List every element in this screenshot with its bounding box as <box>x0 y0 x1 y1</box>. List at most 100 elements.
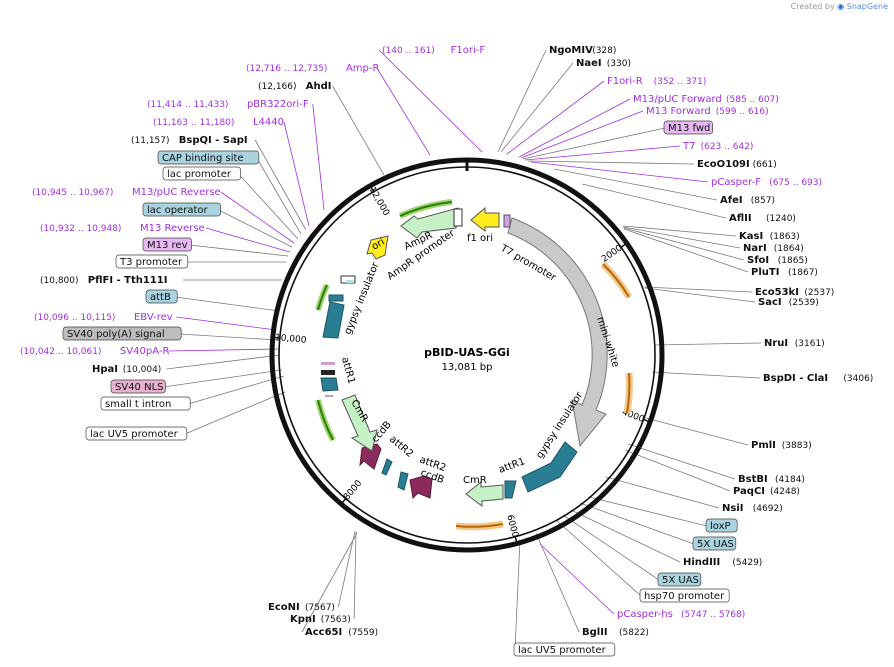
snapgene-credit: Created by ◉ SnapGene <box>791 2 888 11</box>
map-label[interactable]: NarI(1864) <box>743 243 804 254</box>
feature-label: CmR <box>463 475 487 486</box>
map-label[interactable]: HindIII(5429) <box>683 557 762 568</box>
map-label[interactable]: PluTI(1867) <box>751 267 818 278</box>
leader-line <box>218 209 293 248</box>
label-text: BglII <box>582 627 608 638</box>
label-text: EcoNI <box>268 602 300 613</box>
label-text: PflFI - Tth111I <box>88 275 168 286</box>
leader-line <box>524 145 681 161</box>
map-label[interactable]: BspDI - ClaI(3406) <box>763 373 873 384</box>
feature-gypsy-insulator-right <box>521 441 578 493</box>
label-text: Amp-R <box>346 63 380 74</box>
map-label[interactable]: small t intron <box>100 396 191 411</box>
map-label[interactable]: BglII(5822) <box>582 627 649 638</box>
map-label[interactable]: SfoI(1865) <box>747 255 808 266</box>
map-label[interactable]: HpaI(10,004) <box>92 364 161 375</box>
label-position: (7563) <box>321 615 351 625</box>
map-label[interactable]: AflII(1240) <box>729 213 796 224</box>
leader-line <box>654 342 762 346</box>
map-label[interactable]: NruI(3161) <box>764 338 825 349</box>
leader-line <box>581 183 727 219</box>
label-box <box>62 326 182 341</box>
leader-line <box>644 287 756 303</box>
map-label[interactable]: lac promoter <box>162 166 241 181</box>
map-label[interactable]: KasI(1863) <box>739 231 800 242</box>
map-label[interactable]: SV40 poly(A) signal <box>62 326 182 341</box>
map-label[interactable]: SV40 NLS <box>110 379 166 394</box>
label-position: (12,166) <box>258 82 297 92</box>
map-label[interactable]: hsp70 promoter <box>639 588 730 603</box>
map-label[interactable]: lac UV5 promoter <box>85 426 188 441</box>
map-label[interactable]: pCasper-hs(5747 .. 5768) <box>617 609 745 620</box>
map-label[interactable]: PmlI(3883) <box>751 440 812 451</box>
map-label[interactable]: M13 rev <box>142 237 192 252</box>
map-label[interactable]: attB <box>145 289 178 304</box>
label-text: NaeI <box>576 58 602 69</box>
feature-f1-ori <box>470 206 500 233</box>
map-label[interactable]: lac operator <box>142 202 221 217</box>
map-label[interactable]: loxP <box>705 518 738 533</box>
leader-line <box>188 375 285 405</box>
map-label[interactable]: (10,800)PflFI - Tth111I <box>40 275 167 286</box>
leader-line <box>622 225 737 237</box>
map-label[interactable]: (12,166)AhdI <box>258 81 332 92</box>
tick-mark <box>341 497 347 503</box>
map-label[interactable]: SacI(2539) <box>758 297 819 308</box>
map-label[interactable]: Acc65I(7559) <box>305 627 378 638</box>
credit-prefix: Created by <box>790 2 835 11</box>
map-label[interactable]: CAP binding site <box>157 150 260 165</box>
map-label[interactable]: 5X UAS <box>692 536 737 551</box>
label-position: (1865) <box>778 256 808 266</box>
map-label[interactable]: EcoO109I(661) <box>697 159 777 170</box>
map-label[interactable]: (11,163 .. 11,180)L4440 <box>153 117 284 128</box>
map-label[interactable]: KpnI(7563) <box>290 614 351 625</box>
map-label[interactable]: pCasper-F(675 .. 693) <box>711 177 822 188</box>
orf-arrows <box>455 261 633 531</box>
label-position: (330) <box>607 59 631 69</box>
map-label[interactable]: T3 promoter <box>115 254 189 269</box>
feature-shapes <box>320 206 608 507</box>
feature-attR2-bottom <box>397 471 409 491</box>
leader-line <box>623 228 749 273</box>
map-label[interactable]: EcoNI(7567) <box>268 602 335 613</box>
map-label[interactable]: BstBI(4184) <box>738 474 805 485</box>
label-box <box>663 120 713 135</box>
map-label[interactable]: NsiI(4692) <box>722 503 783 514</box>
map-label[interactable]: 5X UAS <box>657 572 702 587</box>
map-label[interactable]: (10,042 .. 10,061)SV40pA-R <box>20 346 169 357</box>
map-label[interactable]: Eco53kI(2537) <box>755 287 834 298</box>
map-label[interactable]: (10,932 .. 10,948)M13 Reverse <box>40 223 205 234</box>
orf-arrow-line <box>317 284 328 311</box>
leader-line <box>651 371 761 379</box>
label-position: (10,932 .. 10,948) <box>40 224 121 234</box>
map-label[interactable]: PaqCI(4248) <box>733 486 800 497</box>
map-label[interactable]: NaeI (330) <box>576 58 631 69</box>
feature-attR1-left <box>320 377 339 392</box>
map-label[interactable]: AfeI(857) <box>720 195 775 206</box>
label-position: (10,096 .. 10,115) <box>34 313 115 323</box>
leader-line <box>530 161 709 183</box>
leader-line <box>332 85 385 176</box>
label-position: (10,004) <box>123 365 162 375</box>
map-label[interactable]: M13 Forward(599 .. 616) <box>646 106 769 117</box>
feature-label: f1 ori <box>467 233 493 244</box>
map-label[interactable]: (10,945 .. 10,967)M13/pUC Reverse <box>32 187 221 198</box>
map-label[interactable]: (140 .. 161)F1ori-F <box>382 45 485 56</box>
map-label[interactable]: NgoMIV(328) <box>549 45 616 56</box>
map-label[interactable]: (11,414 .. 11,433)pBR322ori-F <box>147 99 309 110</box>
map-label[interactable]: M13/pUC Forward(585 .. 607) <box>633 94 779 105</box>
label-position: (3406) <box>843 374 873 384</box>
map-label[interactable]: lac UV5 promoter <box>513 642 616 657</box>
leader-line <box>353 531 357 620</box>
map-label[interactable]: (11,157)BspQI - SapI <box>131 135 248 146</box>
map-label[interactable]: (12,716 .. 12,735)Amp-R <box>246 63 379 74</box>
label-text: SV40 poly(A) signal <box>67 329 165 340</box>
label-position: (5747 .. 5768) <box>681 610 745 620</box>
map-label[interactable]: F1ori-R(352 .. 371) <box>607 76 706 87</box>
feature-lac-uv5-mark <box>325 395 333 397</box>
label-position: (4184) <box>775 475 805 485</box>
map-label[interactable]: M13 fwd <box>663 120 713 135</box>
map-label[interactable]: T7(623 .. 642) <box>682 141 753 152</box>
label-text: M13 Forward <box>646 106 711 117</box>
map-label[interactable]: (10,096 .. 10,115)EBV-rev <box>34 312 173 323</box>
